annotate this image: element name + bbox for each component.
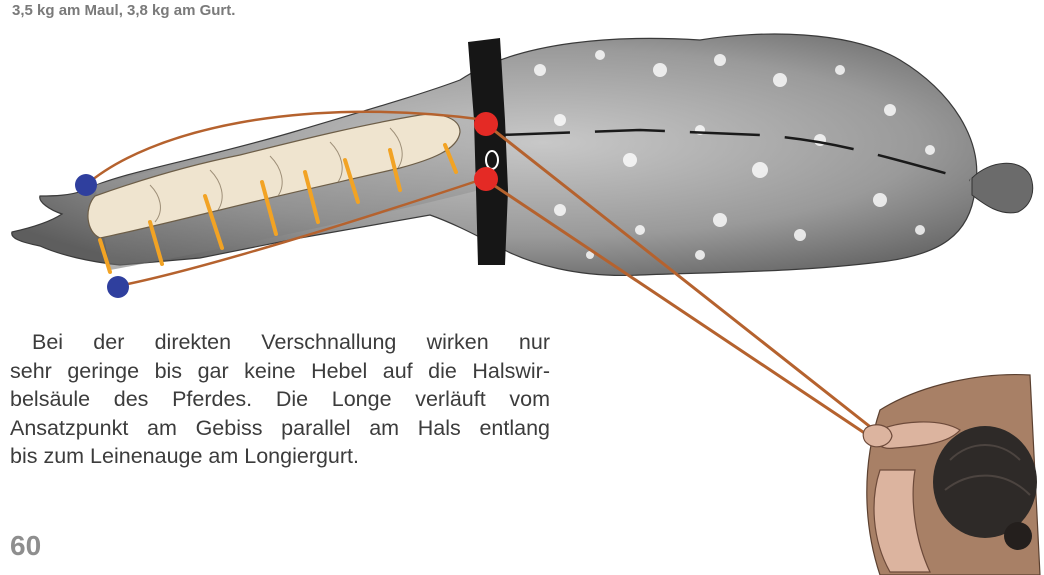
rider-head — [933, 426, 1037, 538]
rider-hair-bun — [1004, 522, 1032, 550]
rider-icon — [863, 375, 1040, 575]
paragraph-line: Bei der direkten Verschnallung wirken nu… — [10, 328, 550, 357]
body-paragraph: Bei der direkten Verschnallung wirken nu… — [10, 328, 550, 471]
horse-icon — [12, 34, 1033, 275]
bit-attachment-point-lower — [107, 276, 129, 298]
paragraph-line: sehr geringe bis gar keine Hebel auf die… — [10, 357, 550, 386]
rider-hand — [863, 425, 892, 447]
page-number: 60 — [10, 530, 41, 562]
girth-attachment-point-upper — [474, 112, 498, 136]
girth-attachment-point-lower — [474, 167, 498, 191]
paragraph-line: Ansatzpunkt am Gebiss parallel am Hals e… — [10, 414, 550, 443]
horse-tail — [972, 163, 1033, 213]
paragraph-line: bis zum Leinenauge am Longiergurt. — [10, 442, 550, 471]
bit-attachment-point-upper — [75, 174, 97, 196]
paragraph-line: belsäule des Pferdes. Die Longe verläuft… — [10, 385, 550, 414]
